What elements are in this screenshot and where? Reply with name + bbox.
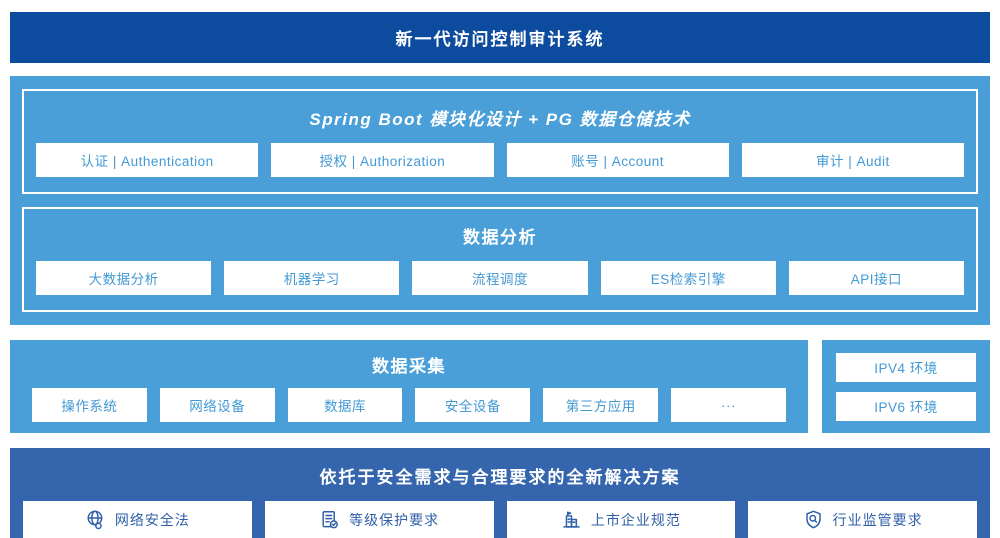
globe-icon bbox=[85, 509, 106, 530]
springboot-box-row: 认证 | Authentication 授权 | Authorization 账… bbox=[36, 143, 964, 177]
network-device-box: 网络设备 bbox=[159, 388, 275, 422]
security-device-box: 安全设备 bbox=[415, 388, 531, 422]
industry-regulation-box: 行业监管要求 bbox=[748, 501, 977, 538]
more-box: ··· bbox=[671, 388, 786, 422]
network-security-law-box: 网络安全法 bbox=[23, 501, 252, 538]
data-analysis-box-row: 大数据分析 机器学习 流程调度 ES检索引擎 API接口 bbox=[36, 261, 965, 295]
data-collection-section: 数据采集 操作系统 网络设备 数据库 安全设备 第三方应用 ··· bbox=[10, 340, 808, 433]
thirdparty-app-box: 第三方应用 bbox=[543, 388, 659, 422]
data-analysis-panel: 数据分析 大数据分析 机器学习 流程调度 ES检索引擎 API接口 bbox=[22, 207, 978, 312]
solution-box-row: 网络安全法 等级保护要求 bbox=[23, 501, 977, 538]
classified-protection-box: 等级保护要求 bbox=[264, 501, 494, 538]
workflow-box: 流程调度 bbox=[412, 261, 588, 295]
system-title: 新一代访问控制审计系统 bbox=[395, 30, 605, 49]
solution-title: 依托于安全需求与合理要求的全新解决方案 bbox=[319, 468, 681, 487]
es-search-box: ES检索引擎 bbox=[600, 261, 776, 295]
ipv4-box: IPV4 环境 bbox=[836, 352, 976, 382]
authorization-box: 授权 | Authorization bbox=[271, 143, 494, 177]
database-box: 数据库 bbox=[287, 388, 403, 422]
data-collection-title: 数据采集 bbox=[372, 357, 446, 376]
auth-box: 认证 | Authentication bbox=[36, 143, 259, 177]
os-box: 操作系统 bbox=[32, 388, 147, 422]
listed-company-box: 上市企业规范 bbox=[506, 501, 736, 538]
audit-box: 审计 | Audit bbox=[741, 143, 964, 177]
platform-section: Spring Boot 模块化设计 + PG 数据仓储技术 认证 | Authe… bbox=[10, 76, 990, 325]
solution-box-label: 网络安全法 bbox=[114, 511, 190, 528]
springboot-panel: Spring Boot 模块化设计 + PG 数据仓储技术 认证 | Authe… bbox=[22, 89, 978, 194]
ip-environment-panel: IPV4 环境 IPV6 环境 bbox=[822, 340, 990, 433]
solution-box-label: 上市企业规范 bbox=[590, 511, 681, 528]
springboot-panel-title: Spring Boot 模块化设计 + PG 数据仓储技术 bbox=[309, 110, 691, 129]
data-collection-box-row: 操作系统 网络设备 数据库 安全设备 第三方应用 ··· bbox=[32, 388, 786, 422]
solution-section: 依托于安全需求与合理要求的全新解决方案 网络安全法 bbox=[10, 448, 990, 538]
api-box: API接口 bbox=[788, 261, 965, 295]
solution-box-label: 行业监管要求 bbox=[832, 511, 923, 528]
system-title-banner: 新一代访问控制审计系统 bbox=[10, 12, 990, 63]
data-analysis-title: 数据分析 bbox=[463, 228, 537, 247]
solution-box-label: 等级保护要求 bbox=[349, 511, 440, 528]
building-icon bbox=[561, 509, 582, 530]
collection-row: 数据采集 操作系统 网络设备 数据库 安全设备 第三方应用 ··· IPV4 环… bbox=[10, 340, 990, 433]
document-check-icon bbox=[319, 509, 340, 530]
bigdata-box: 大数据分析 bbox=[36, 261, 212, 295]
shield-search-icon bbox=[803, 509, 824, 530]
ipv6-box: IPV6 环境 bbox=[836, 391, 976, 421]
machine-learning-box: 机器学习 bbox=[224, 261, 400, 295]
account-box: 账号 | Account bbox=[506, 143, 729, 177]
